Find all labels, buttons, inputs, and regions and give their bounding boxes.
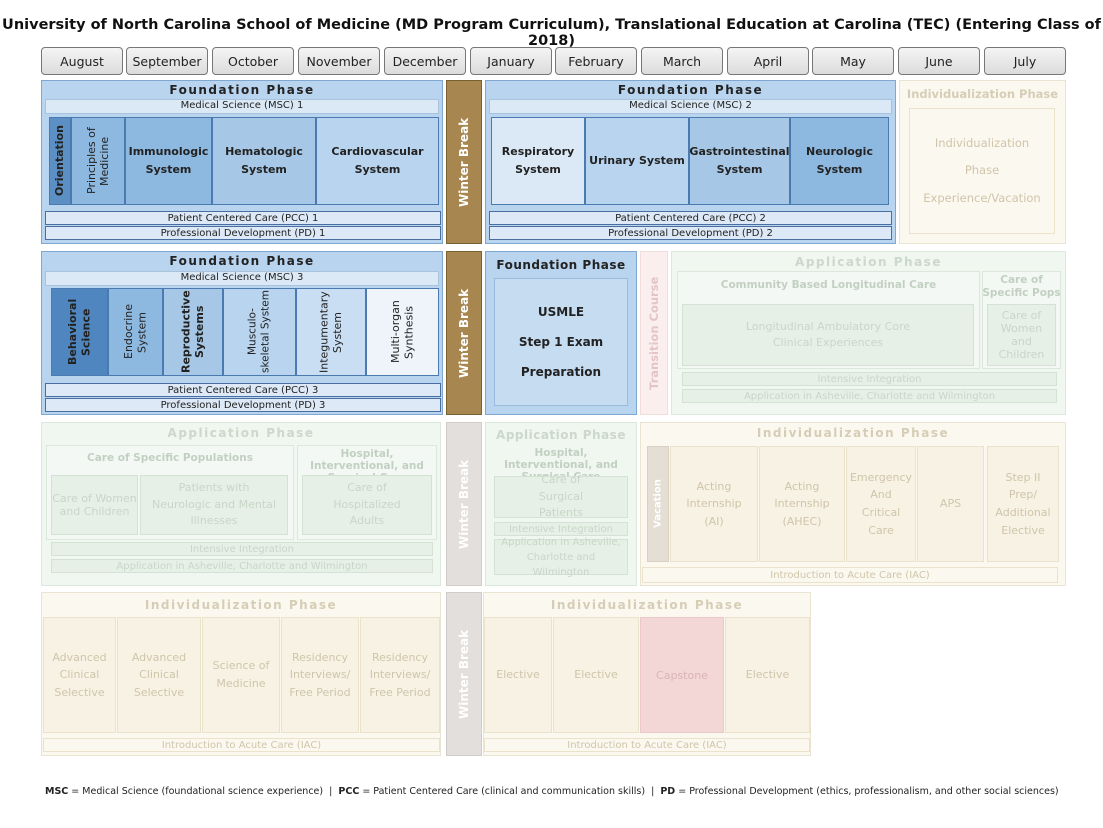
row3-left-header: Application Phase (167, 426, 315, 440)
elective-3: Elective (725, 617, 810, 733)
row4-left-iac: Introduction to Acute Care (IAC) (43, 738, 440, 752)
block-integumentary-system: Integumentary System (296, 288, 366, 376)
legend-msc-text: = Medical Science (foundational science … (68, 786, 339, 797)
block-immunologic-system: Immunologic System (125, 117, 212, 205)
capstone-block: Capstone (640, 617, 724, 733)
legend-pcc-abbr: PCC (338, 786, 360, 797)
legend-msc-abbr: MSC (45, 786, 69, 797)
row1-pcc2-strip: Patient Centered Care (PCC) 2 (489, 211, 892, 225)
row2-msc-label: Medical Science (MSC) 3 (45, 271, 439, 286)
usmle-line3: Preparation (520, 365, 602, 379)
block-endocrine-system: Endocrine System (108, 288, 163, 376)
legend-pcc-text: = Patient Centered Care (clinical and co… (359, 786, 661, 797)
row3-mid-header: Application Phase (496, 428, 626, 442)
row4-left-header: Individualization Phase (144, 598, 338, 612)
vacation-block: Vacation (647, 446, 669, 562)
emergency-critical-care: Emergency And Critical Care (846, 446, 916, 562)
row1-pd-strip: Professional Development (PD) 1 (45, 226, 441, 240)
month-december: December (384, 47, 466, 75)
legend-pd-abbr: PD (660, 786, 676, 797)
row2-intensive-strip: Intensive Integration (682, 372, 1057, 386)
month-march: March (641, 47, 723, 75)
legend-pd-text: = Professional Development (ethics, prof… (675, 786, 1059, 797)
row3-winter-break: Winter Break (446, 422, 482, 586)
row1-left-header: Foundation Phase (169, 83, 315, 97)
row2-pd-strip: Professional Development (PD) 3 (45, 398, 441, 412)
row3-intensive-strip: Intensive Integration (51, 542, 433, 556)
row2-asheville-strip: Application in Asheville, Charlotte and … (682, 389, 1057, 403)
neuro-mental-box: Patients with Neurologic and Mental Illn… (140, 475, 288, 535)
row1-pcc-strip: Patient Centered Care (PCC) 1 (45, 211, 441, 225)
block-behavioral-science: Behavioral Science (51, 288, 108, 376)
transition-course: Transition Course (640, 251, 668, 415)
row2-pcc-strip: Patient Centered Care (PCC) 3 (45, 383, 441, 397)
month-may: May (812, 47, 894, 75)
acting-internship-ahec: Acting Internship (AHEC) (759, 446, 845, 562)
block-cardiovascular-system: Cardiovascular System (316, 117, 439, 205)
block-multi-organ-synthesis: Multi-organ Synthesis (366, 288, 439, 376)
row1-winter-break: Winter Break (446, 80, 482, 244)
usmle-box (494, 278, 628, 406)
month-june: June (898, 47, 980, 75)
residency-interviews-1: Residency Interviews/ Free Period (281, 617, 359, 733)
month-july: July (984, 47, 1066, 75)
block-neurologic-system: Neurologic System (790, 117, 889, 205)
care-women-children: Care of Women and Children (987, 304, 1056, 366)
lac-box: Longitudinal Ambulatory Core Clinical Ex… (682, 304, 974, 366)
row2-winter-break: Winter Break (446, 251, 482, 415)
row1-msc-label: Medical Science (MSC) 1 (45, 99, 439, 114)
community-care-label: Community Based Longitudinal Care (720, 279, 937, 291)
block-urinary-system: Urinary System (585, 117, 689, 205)
page-title: University of North Carolina School of M… (2, 17, 1101, 49)
block-musculoskeletal-system: Musculo-skeletal System (223, 288, 296, 376)
month-september: September (126, 47, 208, 75)
block-principles-of-medicine: Principles of Medicine (71, 117, 125, 205)
month-august: August (41, 47, 123, 75)
row3-asheville-strip: Application in Asheville, Charlotte and … (51, 559, 433, 573)
row3-indiv-header: Individualization Phase (756, 426, 950, 440)
month-october: October (212, 47, 294, 75)
month-april: April (727, 47, 809, 75)
month-january: January (470, 47, 552, 75)
advanced-clinical-selective-1: Advanced Clinical Selective (43, 617, 116, 733)
block-respiratory-system: Respiratory System (491, 117, 585, 205)
row3-mid-asheville: Application in Asheville, Charlotte and … (494, 537, 628, 578)
row1-msc2-label: Medical Science (MSC) 2 (489, 99, 892, 114)
row4-right-iac: Introduction to Acute Care (IAC) (484, 738, 810, 752)
aps-block: APS (917, 446, 984, 562)
hosp-adults-box: Care of Hospitalized Adults (302, 475, 432, 535)
care-populations-label: Care of Specific Populations (86, 452, 253, 464)
row4-winter-break: Winter Break (446, 592, 482, 756)
science-of-medicine: Science of Medicine (202, 617, 280, 733)
usmle-header: Foundation Phase (496, 258, 626, 272)
block-reproductive-systems: Reproductive Systems (163, 288, 223, 376)
month-february: February (555, 47, 637, 75)
row2-left-header: Foundation Phase (169, 254, 315, 268)
usmle-line1: USMLE (537, 305, 585, 319)
row4-right-header: Individualization Phase (550, 598, 744, 612)
acting-internship-ai: Acting Internship (AI) (670, 446, 758, 562)
row1-indiv-body: Individualization Phase Experience/Vacat… (909, 108, 1055, 234)
usmle-line2: Step 1 Exam (518, 335, 604, 349)
month-november: November (298, 47, 380, 75)
elective-1: Elective (484, 617, 552, 733)
block-hematologic-system: Hematologic System (212, 117, 316, 205)
block-orientation: Orientation (49, 117, 71, 205)
residency-interviews-2: Residency Interviews/ Free Period (360, 617, 440, 733)
care-women-children-r3: Care of Women and Children (51, 475, 138, 535)
step2-prep-block: Step II Prep/ Additional Elective (987, 446, 1059, 562)
row1-indiv-header: Individualization Phase (906, 87, 1059, 101)
row1-right-header: Foundation Phase (617, 83, 764, 97)
advanced-clinical-selective-2: Advanced Clinical Selective (117, 617, 201, 733)
legend: MSC = Medical Science (foundational scie… (45, 786, 1059, 797)
care-pops-label: Care of Specific Pops (982, 274, 1061, 299)
row3-mid-intensive: Intensive Integration (494, 522, 628, 536)
row2-app-header: Application Phase (795, 255, 942, 269)
row1-pd2-strip: Professional Development (PD) 2 (489, 226, 892, 240)
row3-iac-strip: Introduction to Acute Care (IAC) (642, 567, 1058, 583)
block-gastrointestinal-system: Gastrointestinal System (689, 117, 790, 205)
surgical-patients-box: Care of Surgical Patients (494, 473, 628, 519)
elective-2: Elective (553, 617, 639, 733)
